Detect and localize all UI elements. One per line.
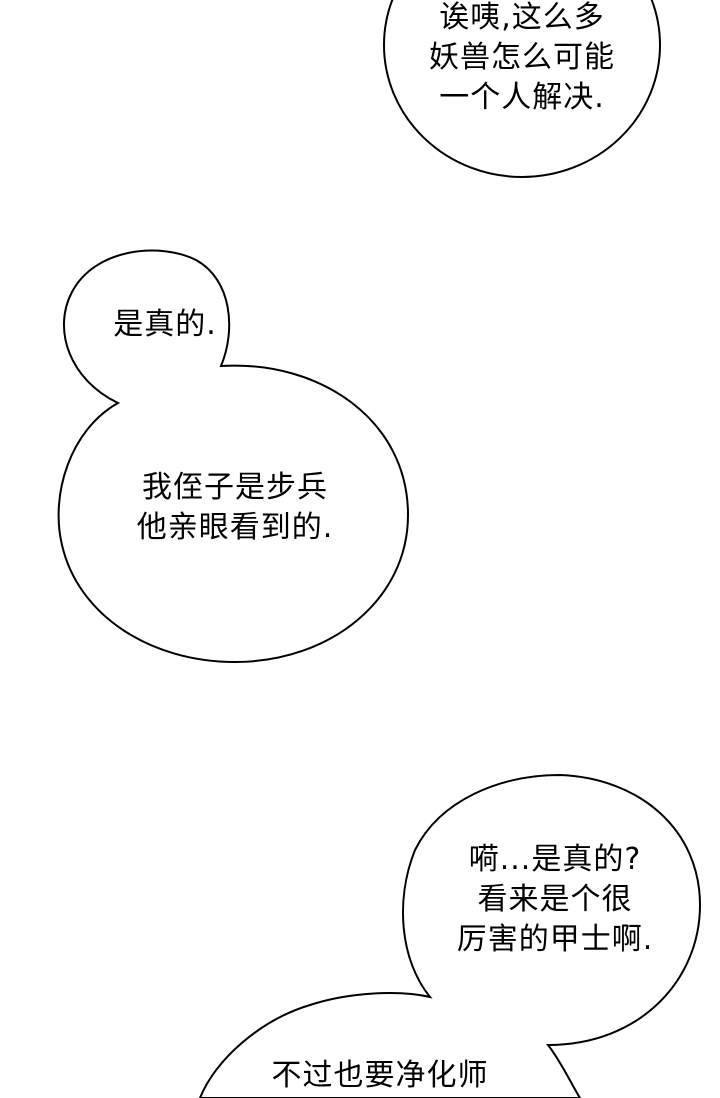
speech-bubble-1: [383, 0, 661, 178]
bubble-4-line: 看来是个很: [477, 882, 633, 917]
bubble-4-text: 嗬...是真的? 看来是个很 厉害的甲士啊.: [430, 840, 680, 960]
bubble-5-line: 不过也要净化师: [271, 1058, 489, 1093]
bubble-4-line: 嗬...是真的?: [468, 842, 642, 877]
speech-bubble-4-5: [198, 773, 702, 1098]
bubble-1-line: 诶咦,这么多: [439, 0, 605, 35]
bubble-1-line: 一个人解决.: [439, 80, 605, 115]
bubble-1-line: 妖兽怎么可能: [429, 40, 615, 75]
bubble-4-line: 厉害的甲士啊.: [456, 922, 654, 957]
bubble-1-text: 诶咦,这么多 妖兽怎么可能 一个人解决.: [392, 0, 652, 118]
bubble-2-text: 是真的.: [95, 305, 235, 345]
bubble-2-line: 是真的.: [113, 307, 217, 342]
bubble-3-text: 我侄子是步兵 他亲眼看到的.: [100, 468, 370, 548]
speech-bubble-2-3: [57, 249, 410, 664]
bubble-3-line: 我侄子是步兵: [142, 470, 328, 505]
bubble-3-line: 他亲眼看到的.: [136, 510, 334, 545]
bubble-5-text: 不过也要净化师: [240, 1056, 520, 1096]
